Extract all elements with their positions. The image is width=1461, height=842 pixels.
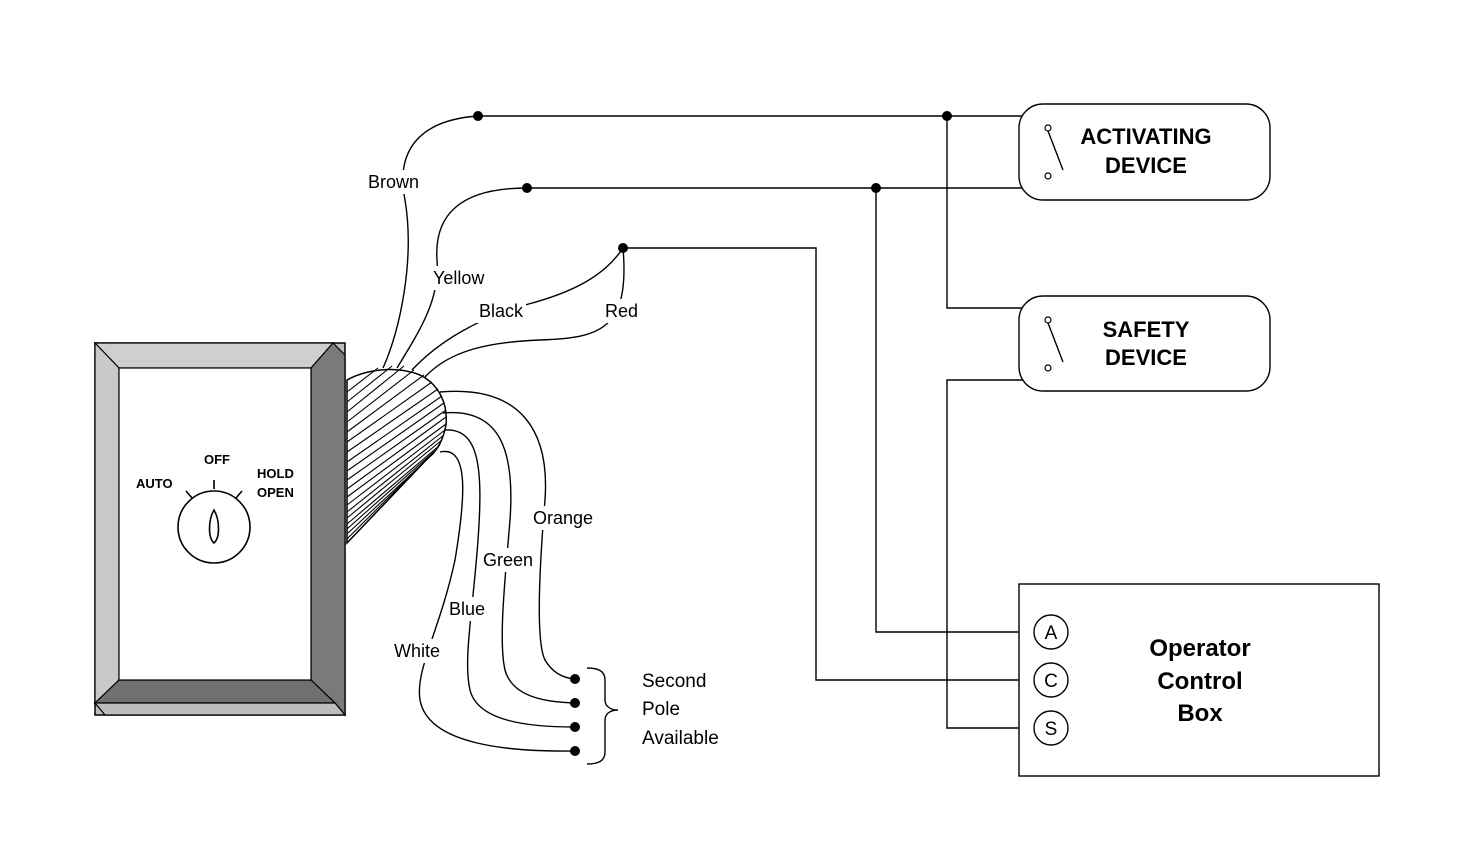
wire-label-green: Green xyxy=(483,550,533,570)
wire-yellow xyxy=(396,187,528,369)
switch-label-auto: AUTO xyxy=(136,476,173,491)
activating-device-line2: DEVICE xyxy=(1105,153,1187,178)
terminal-a xyxy=(1033,614,1069,650)
terminal-c-label: C xyxy=(1044,671,1058,692)
wire-label-black: Black xyxy=(479,301,524,321)
wire-blue xyxy=(444,429,576,728)
wire-white xyxy=(418,450,576,752)
wire-brown xyxy=(382,115,479,369)
wire-label-brown: Brown xyxy=(368,172,419,192)
second-pole-terminals xyxy=(570,674,580,756)
terminal-s xyxy=(1033,710,1069,746)
key-cylinder xyxy=(177,480,251,564)
wire-green xyxy=(442,411,576,704)
wire-label-white: White xyxy=(394,641,440,661)
switch-label-off: OFF xyxy=(204,452,230,467)
activating-device xyxy=(1018,103,1271,201)
activating-device-line1: ACTIVATING xyxy=(1080,124,1211,149)
wire-label-red: Red xyxy=(605,301,638,321)
wire-runs xyxy=(478,115,1049,729)
wire-orange xyxy=(439,390,576,680)
cable-bundle xyxy=(346,365,448,545)
terminal-c xyxy=(1033,662,1069,698)
switch-label-hold: HOLD xyxy=(257,466,294,481)
terminal-s-label: S xyxy=(1045,719,1058,740)
control-box-line1: Operator xyxy=(1149,635,1250,662)
safety-device-line1: SAFETY xyxy=(1103,317,1190,342)
second-pole-line3: Available xyxy=(642,728,719,749)
control-box-line2: Control xyxy=(1157,668,1242,695)
safety-device-line2: DEVICE xyxy=(1105,345,1187,370)
tick-auto xyxy=(185,490,193,499)
second-pole-line1: Second xyxy=(642,671,706,692)
second-pole-brace xyxy=(586,667,619,765)
terminal-a-label: A xyxy=(1045,623,1058,644)
wire-label-yellow: Yellow xyxy=(433,268,485,288)
wire-label-blue: Blue xyxy=(449,599,485,619)
tick-hold xyxy=(235,490,243,499)
operator-control-box xyxy=(1018,583,1380,777)
safety-device xyxy=(1018,295,1271,392)
wire-label-orange: Orange xyxy=(533,508,593,528)
control-box-line3: Box xyxy=(1177,700,1223,727)
junction-dots xyxy=(473,111,952,253)
switch-label-open: OPEN xyxy=(257,485,294,500)
second-pole-line2: Pole xyxy=(642,699,680,720)
